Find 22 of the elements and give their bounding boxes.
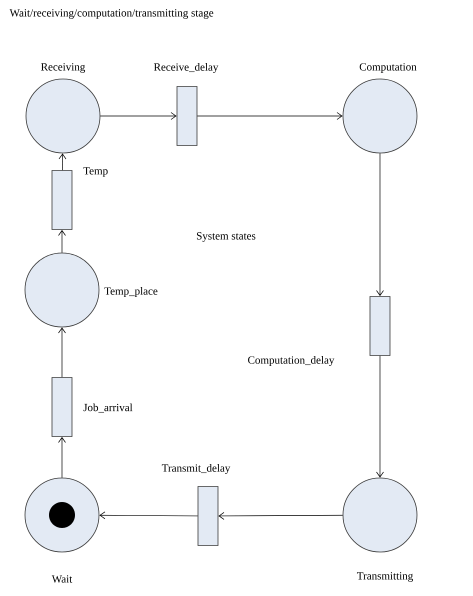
- node-label: Receiving: [41, 63, 86, 73]
- arrow: [376, 153, 384, 296]
- arrow: [58, 327, 66, 378]
- node-label: Receive_delay: [154, 63, 218, 73]
- node-label: Temp: [83, 167, 108, 177]
- node-label: Job_arrival: [83, 403, 132, 413]
- title: Wait/receiving/computation/transmitting stage: [10, 9, 214, 19]
- arrow: [58, 153, 66, 170]
- arrow: [197, 112, 343, 120]
- arrow: [58, 230, 66, 253]
- center-label: System states: [196, 232, 256, 242]
- node-label: Transmit_delay: [162, 464, 230, 474]
- node-label: Computation: [360, 63, 417, 73]
- arrow: [218, 512, 343, 520]
- arrow: [100, 112, 177, 120]
- arrow: [58, 436, 66, 478]
- node-label: Wait: [52, 575, 72, 583]
- arrow: [99, 511, 198, 520]
- node-label: Transmitting: [356, 572, 413, 582]
- node-label: Computation_delay: [248, 356, 334, 366]
- node-label: Temp_place: [104, 287, 158, 297]
- arrow: [376, 356, 384, 478]
